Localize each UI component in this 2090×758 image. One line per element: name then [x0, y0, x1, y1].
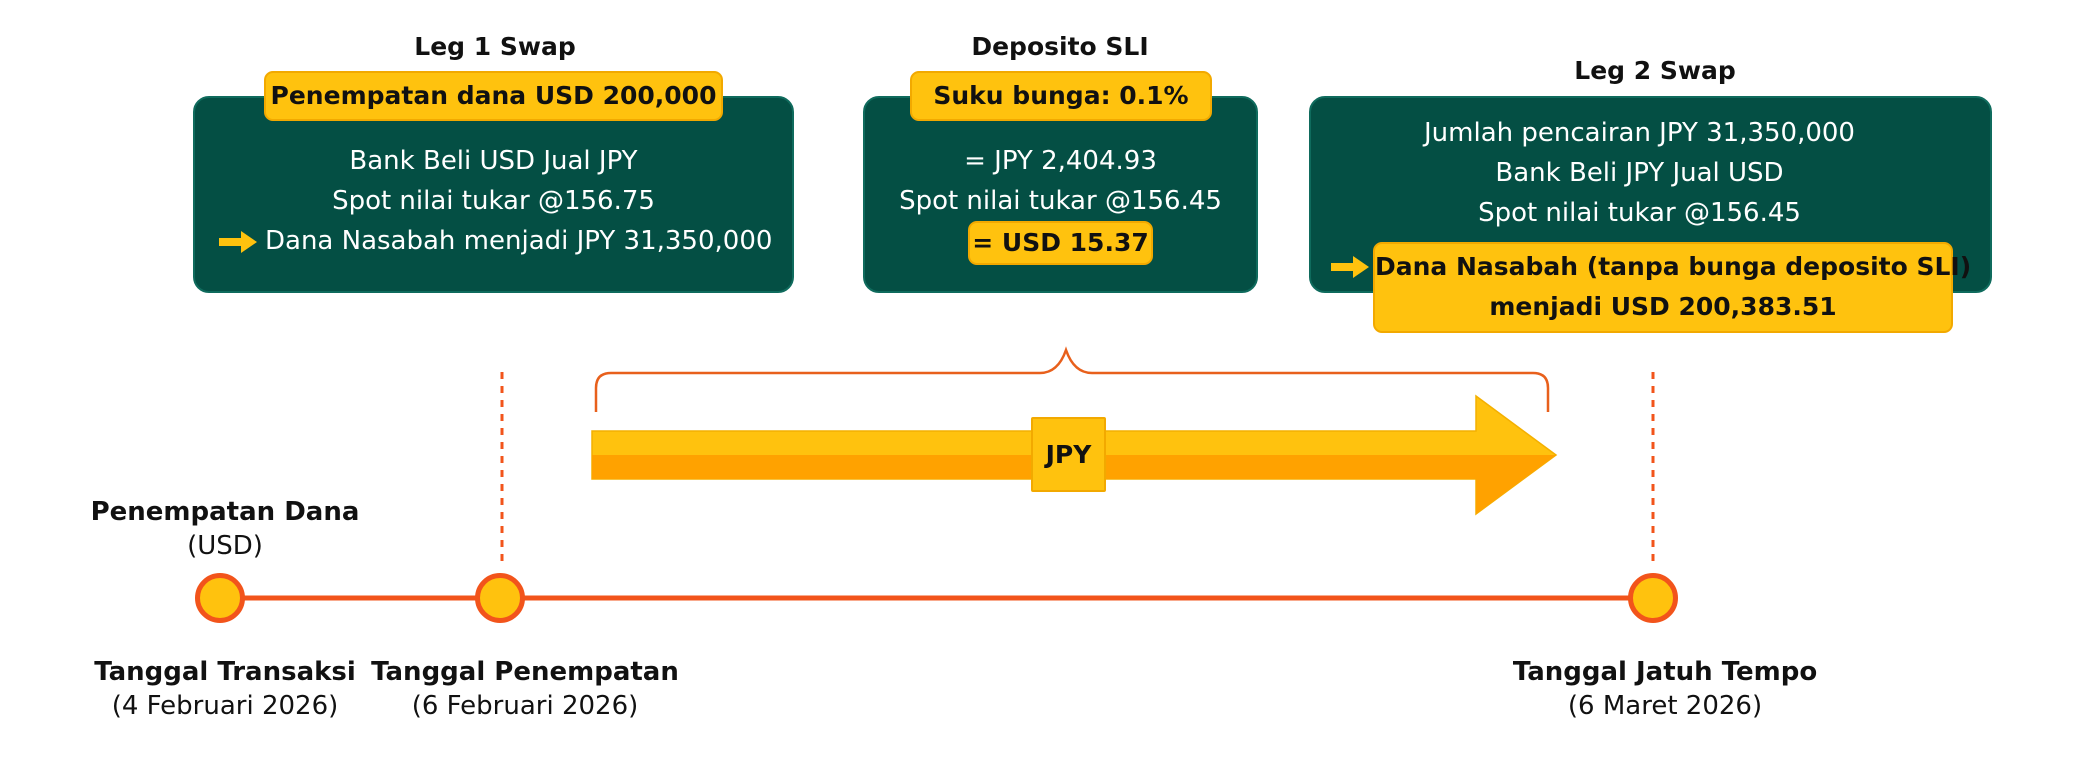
- leg2-line-1: Jumlah pencairan JPY 31,350,000: [1424, 118, 1855, 148]
- right-arrow-icon: [219, 231, 257, 253]
- timeline-dot-maturity: [1628, 573, 1678, 623]
- leg2-line-2: Bank Beli JPY Jual USD: [1495, 158, 1784, 188]
- leg1-title: Leg 1 Swap: [414, 32, 576, 61]
- leg2-line-3: Spot nilai tukar @156.45: [1478, 198, 1801, 228]
- placement-label: Penempatan Dana (USD): [60, 497, 390, 561]
- timeline-label-transaction-title: Tanggal Transaksi: [94, 657, 356, 687]
- timeline-label-placement: Tanggal Penempatan (6 Februari 2026): [340, 657, 710, 721]
- timeline-label-transaction-date: (4 Februari 2026): [111, 691, 339, 721]
- timeline-label-transaction: Tanggal Transaksi (4 Februari 2026): [60, 657, 390, 721]
- leg1-line-2: Spot nilai tukar @156.75: [332, 186, 655, 216]
- leg2-title: Leg 2 Swap: [1574, 56, 1736, 85]
- leg1-line-1: Bank Beli USD Jual JPY: [349, 146, 638, 176]
- leg1-line-3: Dana Nasabah menjadi JPY 31,350,000: [265, 226, 773, 256]
- timeline-label-maturity-title: Tanggal Jatuh Tempo: [1512, 657, 1818, 687]
- leg1-box: Bank Beli USD Jual JPY Spot nilai tukar …: [193, 96, 794, 293]
- right-arrow-icon: [1331, 256, 1369, 278]
- timeline-dot-transaction: [195, 573, 245, 623]
- deposito-line-1: = JPY 2,404.93: [964, 146, 1157, 176]
- leg2-result-box: Dana Nasabah (tanpa bunga deposito SLI) …: [1373, 242, 1972, 333]
- timeline-label-maturity: Tanggal Jatuh Tempo (6 Maret 2026): [1480, 657, 1850, 721]
- leg1-pill: Penempatan dana USD 200,000: [264, 71, 723, 121]
- deposito-line-2: Spot nilai tukar @156.45: [899, 186, 1222, 216]
- placement-label-title: Penempatan Dana: [90, 497, 360, 527]
- timeline-label-placement-title: Tanggal Penempatan: [371, 657, 679, 687]
- jpy-label: JPY: [1031, 417, 1106, 492]
- leg2-result-line-1: Dana Nasabah (tanpa bunga deposito SLI): [1375, 252, 1972, 281]
- timeline-dot-placement: [475, 573, 525, 623]
- leg2-result-line-2: menjadi USD 200,383.51: [1489, 292, 1837, 321]
- timeline-label-placement-date: (6 Februari 2026): [411, 691, 639, 721]
- jpy-period-brace: [594, 346, 1550, 412]
- deposito-result-badge: = USD 15.37: [968, 221, 1153, 265]
- placement-label-currency: (USD): [187, 531, 263, 561]
- deposito-title: Deposito SLI: [971, 32, 1149, 61]
- timeline-label-maturity-date: (6 Maret 2026): [1567, 691, 1763, 721]
- deposito-pill: Suku bunga: 0.1%: [910, 71, 1212, 121]
